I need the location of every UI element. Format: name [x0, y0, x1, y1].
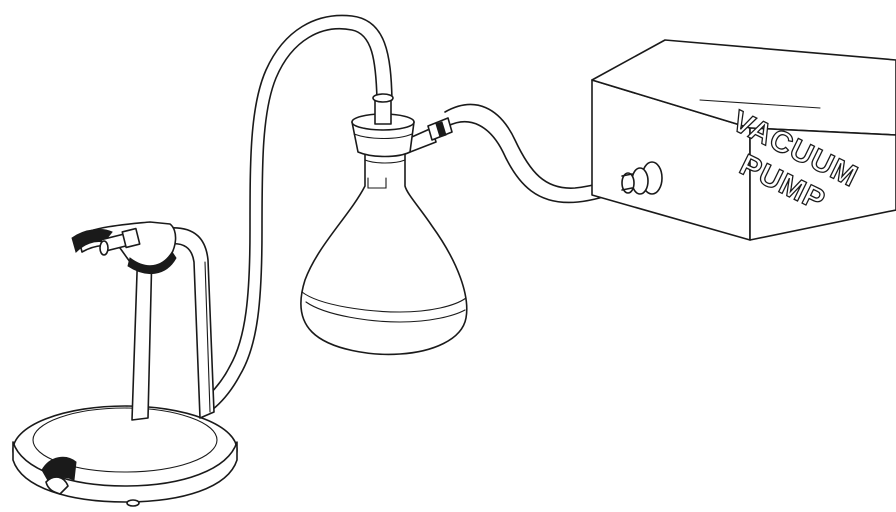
stand-nozzle [99, 227, 141, 256]
vacuum-pump: VACUUM PUMP [591, 39, 896, 241]
filter-flask [300, 93, 468, 356]
filter-stand [12, 221, 238, 507]
hose-flask-to-stand [207, 14, 393, 411]
side-arm-connector [427, 117, 453, 141]
pump-hose-connector [621, 161, 663, 195]
base-clamp-knob [41, 456, 77, 495]
